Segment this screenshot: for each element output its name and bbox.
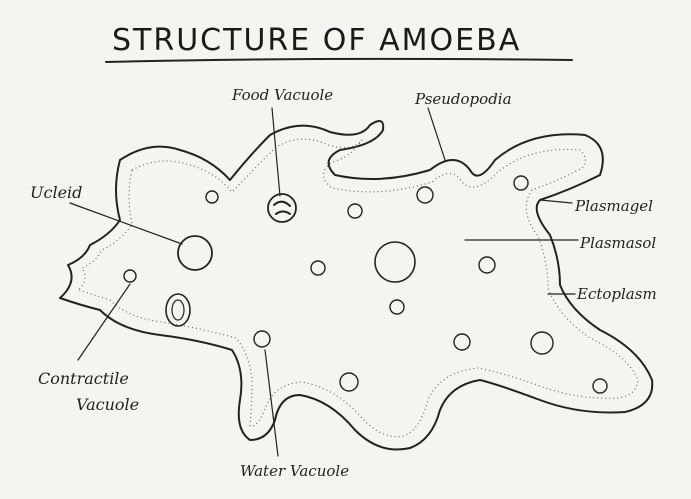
pointer-pseudopodia [428, 108, 445, 160]
vacuole [124, 270, 136, 282]
vacuole [593, 379, 607, 393]
food-particle [274, 202, 290, 214]
label-plasmagel: Plasmagel [574, 197, 653, 215]
label-contractile-line1: Contractile [38, 369, 129, 388]
vacuole [417, 187, 433, 203]
pointer-contractile [78, 284, 130, 360]
pointer-nucleus [70, 203, 182, 244]
vacuole [479, 257, 495, 273]
label-plasmasol: Plasmasol [579, 234, 656, 252]
label-food-vacuole: Food Vacuole [231, 86, 333, 104]
vacuole [390, 300, 404, 314]
diagram-title: STRUCTURE OF AMOEBA [112, 23, 521, 58]
label-pseudopodia: Pseudopodia [414, 90, 512, 108]
label-ectoplasm: Ectoplasm [576, 285, 657, 303]
ectoplasm-boundary [78, 139, 638, 436]
vacuole [340, 373, 358, 391]
nucleus [178, 236, 212, 270]
vacuole [454, 334, 470, 350]
vacuole-large [375, 242, 415, 282]
vacuole [206, 191, 218, 203]
title-underline [106, 59, 572, 62]
vacuole [311, 261, 325, 275]
label-water-vacuole: Water Vacuole [240, 462, 349, 480]
vacuole [348, 204, 362, 218]
pointer-plasmagel [540, 200, 572, 203]
water-vacuole [254, 331, 270, 347]
contractile-vacuole [166, 294, 190, 326]
food-vacuole [268, 194, 296, 222]
label-nucleus: Ucleid [30, 183, 82, 202]
pointer-food-vacuole [272, 108, 280, 196]
amoeba-cell-membrane [60, 121, 652, 450]
contractile-vacuole-inner [172, 300, 184, 320]
vacuole [514, 176, 528, 190]
vacuole [531, 332, 553, 354]
label-contractile-line2: Vacuole [76, 395, 139, 414]
